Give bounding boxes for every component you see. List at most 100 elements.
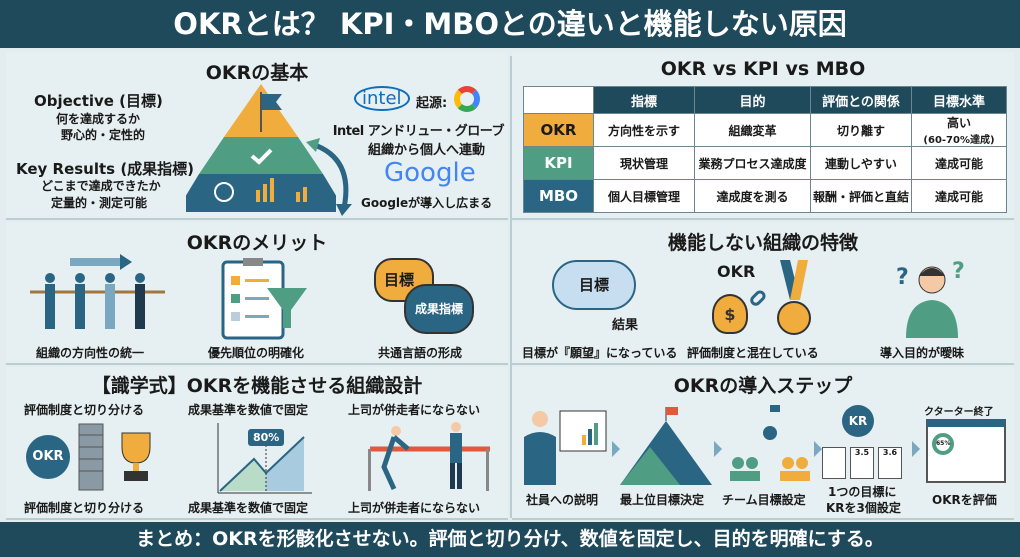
table-cell: 現状管理 xyxy=(593,146,695,180)
kr-line: 定量的・測定可能 xyxy=(51,196,148,210)
design-item-caption: 成果基準を数値で固定 xyxy=(188,501,309,515)
failures-title: 機能しない組織の特徴 xyxy=(667,232,858,254)
failure-label: 導入目的が曖昧 xyxy=(880,346,965,360)
kr-badge: KR xyxy=(842,405,874,437)
kr-card: 3.6 xyxy=(878,447,902,479)
page-title: OKRとは？ KPI・MBOとの違いと機能しない原因 xyxy=(0,0,1020,48)
design-item-heading: 上司が併走者にならない xyxy=(348,403,481,417)
objective-line: 何を達成するか xyxy=(56,112,141,126)
row-header: OKR xyxy=(523,113,594,147)
google-line: Googleが導入し広まる xyxy=(361,196,493,210)
google-g-icon xyxy=(454,86,480,112)
okr-pyramid-icon xyxy=(186,84,336,212)
donut-label: 65% xyxy=(932,433,954,455)
table-cell: 方向性を示す xyxy=(593,113,695,147)
steps-panel: OKRの導入ステップ KR 3.5 3.6 クターター終了 65% 社員への説明… xyxy=(512,367,1014,520)
table-cell: 達成可能 xyxy=(911,179,1007,213)
table-cell: 業務プロセス達成度 xyxy=(694,146,811,180)
corner-cell xyxy=(523,86,594,114)
medal-icon xyxy=(777,260,811,335)
table-cell: 組織変革 xyxy=(694,113,811,147)
google-logo: Google xyxy=(384,158,476,188)
intel-logo: intel xyxy=(354,86,410,111)
merits-panel: OKRのメリット 目標 成果指標 組織の方向性の統一 優先順位の明確化 共通言語… xyxy=(6,222,508,365)
step-arrow xyxy=(612,441,620,457)
runner-finish-icon xyxy=(368,422,490,491)
design-item-caption: 上司が併走者にならない xyxy=(348,501,481,515)
percent-label: 80% xyxy=(248,429,285,446)
cycle-arrow-icon xyxy=(306,138,352,216)
column-header: 目標水準 xyxy=(911,86,1007,114)
column-header: 指標 xyxy=(593,86,695,114)
step-arrow xyxy=(814,441,822,457)
merit-label: 共通言語の形成 xyxy=(378,346,463,360)
table-row: MBO 個人目標管理達成度を測る報酬・評価と直結達成可能 xyxy=(523,179,1007,213)
cell-line: 高い xyxy=(946,116,971,130)
chain-link-icon xyxy=(750,290,766,306)
mountain-flag-icon xyxy=(620,407,712,485)
kr-card: 3.5 xyxy=(850,447,874,479)
brick-wall-icon xyxy=(78,423,104,491)
money-bag-icon: $ xyxy=(712,294,748,334)
failure-label: 目標が『願望』になっている xyxy=(522,346,678,360)
step-arrow xyxy=(912,441,920,457)
clipboard-funnel-icon xyxy=(221,258,307,340)
trophy-icon xyxy=(121,432,151,481)
objective-line: 野心的・定性的 xyxy=(61,128,146,142)
kr-card xyxy=(822,447,846,479)
summary-banner: まとめ：OKRを形骸化させない。評価と切り分け、数値を固定し、目的を明確にする。 xyxy=(0,522,1020,557)
kr-title: Key Results (成果指標) xyxy=(16,160,195,178)
steps-title: OKRの導入ステップ xyxy=(673,375,853,397)
origin-line: 組織から個人へ連動 xyxy=(368,143,486,158)
design-panel: 【識学式】OKRを機能させる組織設計 評価制度と切り分ける 成果基準を数値で固定… xyxy=(6,367,508,520)
panel-divider xyxy=(510,56,512,518)
presenter-icon xyxy=(524,410,607,485)
row-header: MBO xyxy=(523,179,594,213)
table-cell: 達成度を測る xyxy=(694,179,811,213)
tug-of-war-icon xyxy=(30,254,165,329)
okr-label: OKR xyxy=(717,262,756,281)
step-arrow xyxy=(714,441,722,457)
table-row: OKR 方向性を示す組織変革切り離す 高い (60-70%達成) xyxy=(523,113,1007,147)
growth-chart-icon xyxy=(217,423,312,494)
cell-line: (60-70%達成) xyxy=(923,135,995,146)
row-header: KPI xyxy=(523,146,594,180)
table-cell: 個人目標管理 xyxy=(593,179,695,213)
design-item-heading: 成果基準を数値で固定 xyxy=(188,403,309,417)
column-header: 目的 xyxy=(694,86,811,114)
confused-person-icon: ?? xyxy=(896,259,965,338)
failure-label: 評価制度と混在している xyxy=(687,346,819,360)
table-cell: 切り離す xyxy=(810,113,912,147)
dashboard-window-icon: 65% xyxy=(926,419,1006,483)
okr-badge: OKR xyxy=(26,435,70,479)
merits-title: OKRのメリット xyxy=(186,232,328,254)
design-title: 【識学式】OKRを機能させる組織設計 xyxy=(91,375,423,397)
end-label: クターター終了 xyxy=(924,407,994,418)
table-row: KPI 現状管理業務プロセス達成度連動しやすい達成可能 xyxy=(523,146,1007,180)
design-item-caption: 評価制度と切り分ける xyxy=(24,501,145,515)
step-label: チーム目標設定 xyxy=(722,493,806,507)
svg-text:?: ? xyxy=(896,265,909,290)
step-label: 社員への説明 xyxy=(526,493,599,507)
step-label: KRを3個設定 xyxy=(826,501,901,515)
column-header: 評価との関係 xyxy=(810,86,912,114)
merit-label: 組織の方向性の統一 xyxy=(36,346,145,360)
cloud-icon: 目標 xyxy=(552,260,636,310)
svg-text:?: ? xyxy=(952,259,965,284)
kr-line: どこまで達成できたか xyxy=(41,179,161,193)
step-label: OKRを評価 xyxy=(932,493,997,507)
origin-label: 起源: xyxy=(416,96,448,111)
failures-panel: 機能しない組織の特徴 目標 結果 OKR $ ?? 目標が『願望』になっている … xyxy=(512,222,1014,365)
table-cell: 報酬・評価と直結 xyxy=(810,179,912,213)
table-cell: 連動しやすい xyxy=(810,146,912,180)
objective-title: Objective (目標) xyxy=(34,92,163,110)
step-label: 1つの目標に xyxy=(828,485,897,499)
result-text: 結果 xyxy=(612,318,639,333)
step-label: 最上位目標決定 xyxy=(620,493,705,507)
origin-line: Intel アンドリュー・グローブ xyxy=(332,124,505,139)
speech-bubble-kpi: 成果指標 xyxy=(404,284,474,334)
table-cell: 達成可能 xyxy=(911,146,1007,180)
table-cell: 高い (60-70%達成) xyxy=(911,113,1007,147)
comparison-title: OKR vs KPI vs MBO xyxy=(660,58,866,80)
merit-label: 優先順位の明確化 xyxy=(208,346,305,360)
